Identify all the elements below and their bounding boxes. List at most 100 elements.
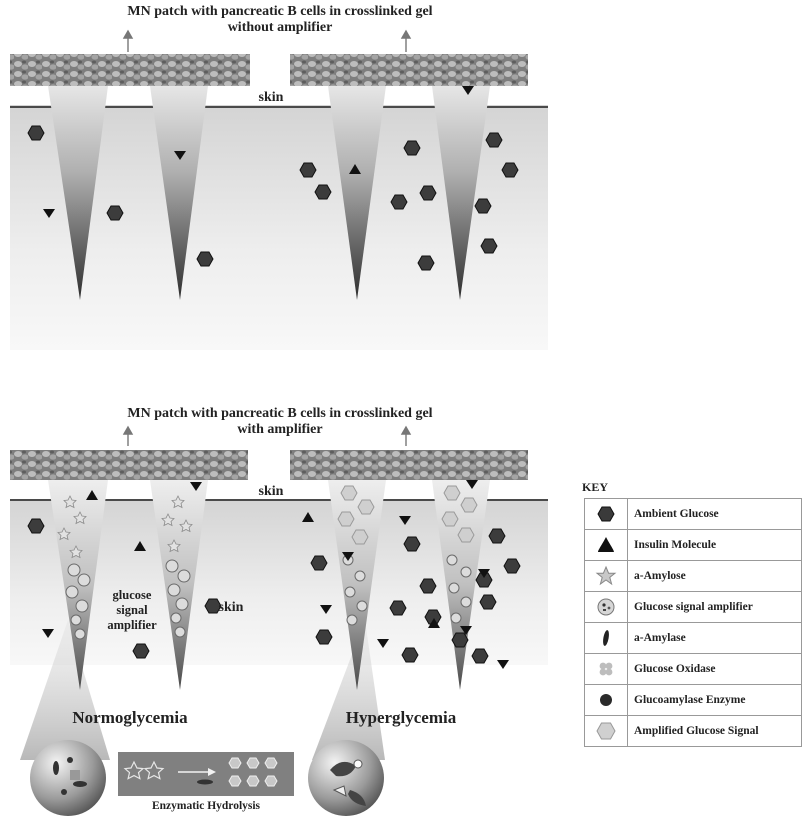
insulin-triangle <box>462 86 474 95</box>
glucose-hexagon <box>475 572 493 588</box>
insulin-triangle <box>466 480 478 489</box>
legend-icon-cell <box>584 498 628 530</box>
glucose-hexagon <box>474 198 492 214</box>
glucose-hexagon <box>27 125 45 141</box>
glucose-hexagon <box>480 238 498 254</box>
legend-label: Amplified Glucose Signal <box>627 715 802 747</box>
title-line: MN patch with pancreatic B cells in cros… <box>127 406 433 421</box>
glucose-hexagon <box>204 598 222 614</box>
subtitle-line: without amplifier <box>227 20 333 35</box>
glucose-hexagon <box>488 528 506 544</box>
glucose-hexagon <box>106 205 124 221</box>
hyper-zoom-circle <box>308 740 384 816</box>
hexagon-light-icon <box>337 485 478 545</box>
insulin-triangle <box>86 490 98 500</box>
insulin-triangle <box>377 639 389 648</box>
glucose-hexagon <box>471 648 489 664</box>
subtitle-line: with amplifier <box>237 422 323 437</box>
glucose-hexagon <box>501 162 519 178</box>
amplifier-circle-icon <box>597 598 615 616</box>
amplifier-circle-icon <box>65 554 472 640</box>
zoom-cone <box>20 620 110 760</box>
glucose-hexagon <box>314 184 332 200</box>
glucose-hexagon <box>389 600 407 616</box>
legend-label: Glucoamylase Enzyme <box>627 684 802 716</box>
glucose-hexagon <box>417 255 435 271</box>
legend-row: Glucose Oxidase <box>584 653 802 685</box>
legend-icon-cell <box>584 529 628 561</box>
glucose-hexagon <box>401 647 419 663</box>
hexagon-dark-icon <box>597 506 615 522</box>
legend-label: Glucose signal amplifier <box>627 591 802 623</box>
glucose-hexagon <box>419 578 437 594</box>
glucose-hexagon <box>403 140 421 156</box>
top-panel <box>10 29 548 350</box>
insulin-triangle <box>134 541 146 551</box>
hexagon-light-icon <box>228 757 278 787</box>
legend-label: a-Amylase <box>627 622 802 654</box>
triangle-dark-icon <box>598 537 614 552</box>
insulin-triangle <box>190 482 202 491</box>
amplifier-label-line: glucose <box>112 588 152 602</box>
glucose-hexagon <box>451 632 469 648</box>
normo-zoom-circle <box>30 740 106 816</box>
legend-row: a-Amylase <box>584 622 802 654</box>
star-icon <box>595 565 617 586</box>
hydrolysis-label: Enzymatic Hydrolysis <box>151 800 261 812</box>
title-line: MN patch with pancreatic B cells in cros… <box>127 4 433 19</box>
insulin-triangle <box>399 516 411 525</box>
glucose-hexagon <box>479 594 497 610</box>
skin-label: skin <box>258 90 284 105</box>
patch-right <box>290 54 528 86</box>
dot-dark-icon <box>600 694 612 706</box>
amplifier-label-line: amplifier <box>107 618 157 632</box>
insulin-triangle <box>43 209 55 218</box>
glucose-hexagon <box>403 536 421 552</box>
glucose-hexagon <box>299 162 317 178</box>
legend-row: a-Amylose <box>584 560 802 592</box>
zoom-contents <box>53 757 87 795</box>
legend-row: Glucose signal amplifier <box>584 591 802 623</box>
legend-icon-cell <box>584 653 628 685</box>
legend-row: Ambient Glucose <box>584 498 802 530</box>
patch-left <box>10 450 248 480</box>
ellipse-dark-icon <box>603 630 609 646</box>
patch-left <box>10 54 250 86</box>
insulin-triangle <box>349 164 361 174</box>
insulin-triangle <box>302 512 314 522</box>
legend-icon-cell <box>584 622 628 654</box>
microneedle <box>150 480 208 690</box>
legend-row: Insulin Molecule <box>584 529 802 561</box>
zoom-cone <box>312 620 385 760</box>
key-title: KEY <box>582 480 609 494</box>
zoom-contents <box>330 759 366 806</box>
legend-icon-cell <box>584 560 628 592</box>
insulin-triangle <box>174 151 186 160</box>
legend-label: a-Amylose <box>627 560 802 592</box>
legend-row: Glucoamylase Enzyme <box>584 684 802 716</box>
microneedle <box>48 86 108 300</box>
insulin-triangle <box>342 552 354 561</box>
glucose-hexagon <box>132 643 150 659</box>
glucose-hexagon <box>196 251 214 267</box>
insulin-triangle <box>478 569 490 578</box>
glucose-hexagon <box>315 629 333 645</box>
microneedle <box>432 480 490 690</box>
hydrolysis-panel <box>118 752 294 796</box>
legend-label: Ambient Glucose <box>627 498 802 530</box>
glucose-hexagon <box>390 194 408 210</box>
star-icon <box>57 495 193 559</box>
legend-label: Glucose Oxidase <box>627 653 802 685</box>
insulin-triangle <box>428 618 440 628</box>
patch-right <box>290 450 528 480</box>
normo-label: Normoglycemia <box>72 708 188 727</box>
glucose-hexagon <box>424 609 442 625</box>
insulin-triangle <box>497 660 509 669</box>
glucose-hexagon <box>310 555 328 571</box>
glucose-hexagon <box>503 558 521 574</box>
hyper-label: Hyperglycemia <box>345 708 457 727</box>
ellipse-dark-icon <box>197 779 213 785</box>
legend-label: Insulin Molecule <box>627 529 802 561</box>
